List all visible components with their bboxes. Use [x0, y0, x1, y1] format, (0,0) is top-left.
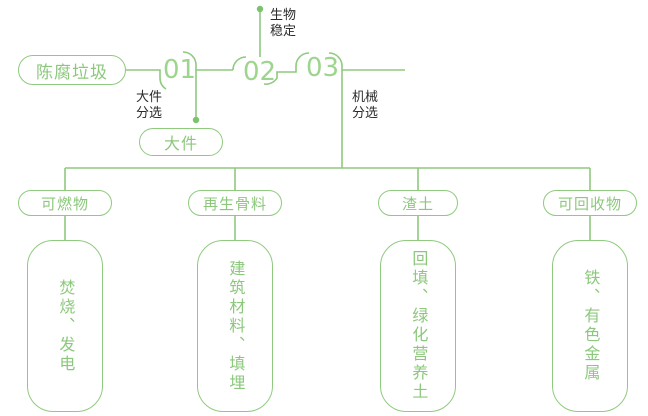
node-side-output-bulky[interactable]: 大件 [139, 128, 223, 156]
node-output-combustible-label: 焚烧、发电 [56, 278, 76, 374]
wire-step1-arc-bottom [159, 77, 167, 90]
wire-bulky-dot [192, 116, 200, 124]
node-output-slag-soil[interactable]: 回填、绿化营养土 [380, 240, 456, 412]
node-output-recyclable[interactable]: 铁、有色金属 [552, 240, 628, 412]
node-output-recycled-aggregate[interactable]: 建筑材料、填埋 [197, 240, 273, 412]
annotation-step-02-line1: 生物 [270, 8, 297, 23]
wire-step2-arc-top [232, 56, 247, 71]
annotation-step-03: 机械 分选 [352, 90, 378, 123]
wire-step3-arc-top [295, 52, 310, 67]
annotation-step-03-line2: 分选 [352, 106, 379, 122]
wire-step1-arc-top [182, 51, 233, 71]
annotation-step-02-line2: 稳定 [270, 24, 297, 40]
node-output-combustible[interactable]: 焚烧、发电 [27, 240, 103, 412]
node-output-recyclable-label: 铁、有色金属 [581, 269, 601, 383]
wire-source-to-step1 [126, 69, 161, 78]
annotation-step-01-line2: 分选 [136, 106, 163, 122]
annotation-step-03-line1: 机械 [352, 90, 379, 105]
annotation-step-02: 生物 稳定 [270, 8, 296, 41]
annotation-step-01-line1: 大件 [136, 90, 163, 105]
step-number-03[interactable]: 03 [306, 53, 340, 83]
step-number-02[interactable]: 02 [243, 57, 277, 87]
node-source[interactable]: 陈腐垃圾 [18, 55, 126, 85]
node-output-recycled-aggregate-label: 建筑材料、填埋 [226, 259, 246, 393]
wire-step2-dot [256, 5, 264, 13]
wire-step3-tail [328, 52, 405, 71]
annotation-step-01: 大件 分选 [136, 90, 162, 123]
node-output-slag-soil-label: 回填、绿化营养土 [409, 250, 429, 402]
node-branch-slag-soil[interactable]: 渣土 [378, 190, 458, 216]
node-branch-recycled-aggregate[interactable]: 再生骨料 [188, 190, 282, 216]
step-number-01[interactable]: 01 [163, 55, 197, 85]
node-branch-combustible[interactable]: 可燃物 [18, 190, 112, 216]
node-branch-recyclable[interactable]: 可回收物 [543, 190, 637, 216]
wire-step2-to-step3 [263, 66, 297, 85]
